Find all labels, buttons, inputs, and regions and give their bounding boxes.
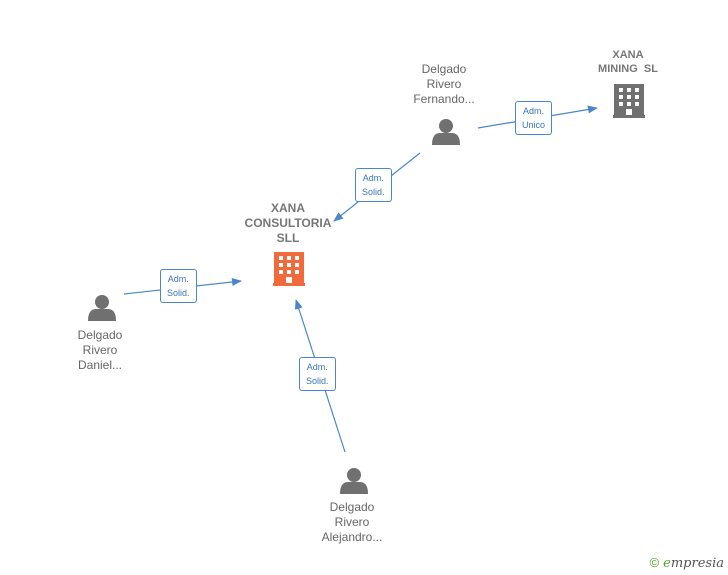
label-line: MINING SL	[598, 63, 658, 75]
edge-label-adm-solid: Adm. Solid.	[299, 357, 336, 391]
label-line: Delgado	[329, 500, 375, 514]
edge-label-adm-unico: Adm. Unico	[515, 101, 553, 135]
label-line: CONSULTORIA	[244, 216, 332, 230]
edge-label-line: Unico	[522, 120, 546, 130]
person-icon[interactable]	[340, 468, 368, 494]
edge-label-line: Solid.	[362, 187, 385, 197]
empresia-logo: ©empresia	[650, 555, 724, 571]
edge-label-adm-solid: Adm. Solid.	[355, 168, 392, 202]
edge-label-line: Adm.	[167, 274, 189, 284]
building-icon[interactable]	[613, 84, 645, 118]
person-label-daniel[interactable]: Delgado Rivero Daniel...	[50, 328, 150, 373]
label-line: SLL	[276, 231, 300, 245]
label-line: Rivero	[426, 77, 462, 91]
label-line: Delgado	[77, 328, 123, 342]
company-label-xana-mining[interactable]: XANA MINING SL	[578, 48, 678, 76]
label-line: Alejandro...	[321, 530, 383, 544]
label-line: Delgado	[421, 62, 467, 76]
building-icon[interactable]	[273, 252, 305, 286]
label-line: XANA	[270, 201, 305, 215]
edge-label-line: Adm.	[306, 362, 328, 372]
edge-label-line: Solid.	[167, 288, 190, 298]
person-label-alejandro[interactable]: Delgado Rivero Alejandro...	[302, 500, 402, 545]
edge-label-line: Solid.	[306, 376, 329, 386]
label-line: Fernando...	[413, 92, 475, 106]
person-label-fernando[interactable]: Delgado Rivero Fernando...	[394, 62, 494, 107]
person-icon[interactable]	[432, 119, 460, 145]
company-label-xana-consultoria[interactable]: XANA CONSULTORIA SLL	[228, 201, 348, 246]
label-line: Daniel...	[77, 358, 123, 372]
edge-label-line: Adm.	[523, 106, 545, 116]
edge-label-line: Adm.	[362, 173, 384, 183]
copyright-symbol: ©	[649, 555, 660, 570]
edge-label-adm-solid: Adm. Solid.	[160, 269, 197, 303]
brand-name: empresia	[663, 556, 724, 571]
label-line: XANA	[612, 49, 644, 61]
label-line: Rivero	[82, 343, 118, 357]
label-line: Rivero	[334, 515, 370, 529]
person-icon[interactable]	[88, 295, 116, 321]
